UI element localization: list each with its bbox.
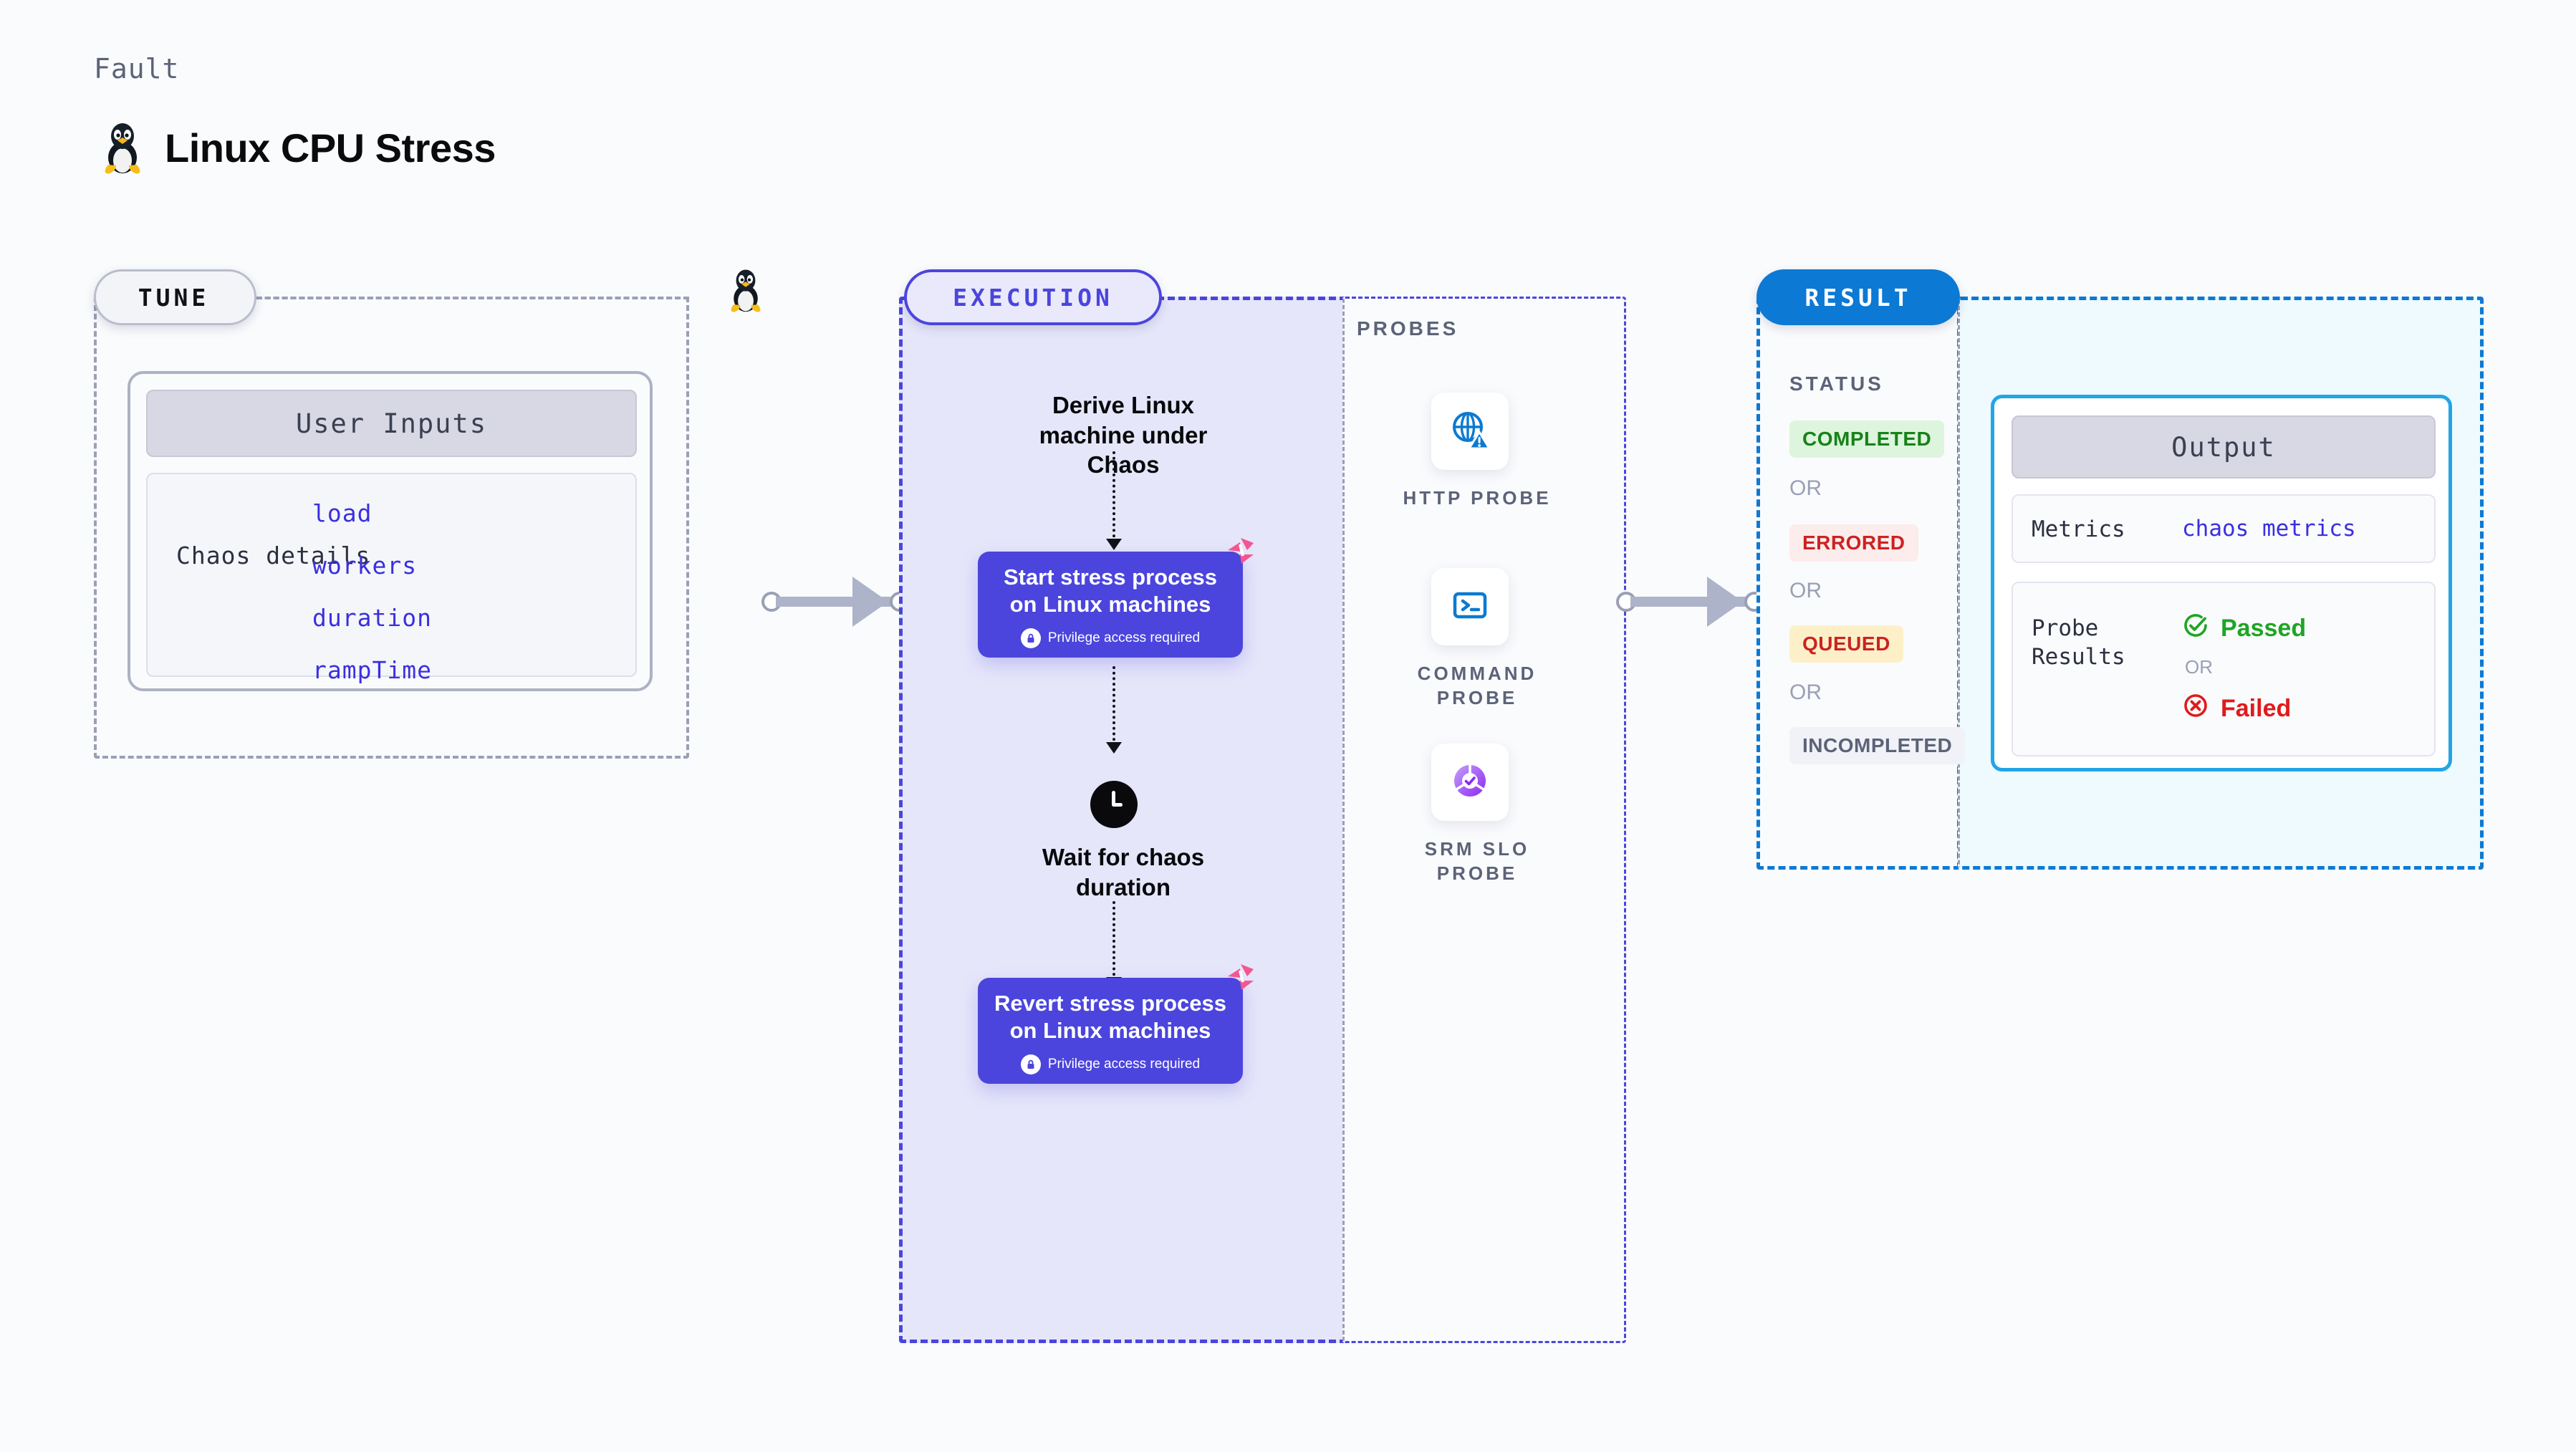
chaos-fault-mark-icon [1226, 536, 1256, 569]
probe-card-command[interactable] [1431, 568, 1509, 645]
globe-warning-icon [1448, 408, 1492, 456]
result-badge[interactable]: RESULT [1756, 269, 1960, 325]
check-circle-icon [2182, 612, 2209, 645]
result-region [1756, 297, 1961, 870]
user-inputs-header: User Inputs [146, 390, 637, 457]
flow-arrow-1-line [1112, 451, 1115, 543]
tune-region-top-dash [256, 297, 689, 299]
step-privilege-text: Privilege access required [1047, 1057, 1201, 1072]
page-title-row: Linux CPU Stress [100, 120, 496, 175]
lock-icon [1020, 1054, 1041, 1075]
probes-title: PROBES [1357, 317, 1459, 340]
probe-card-srm-slo[interactable] [1431, 744, 1509, 821]
execution-badge[interactable]: EXECUTION [904, 269, 1162, 325]
input-ramptime[interactable]: rampTime [312, 656, 432, 684]
step-privilege-note: Privilege access required [1020, 628, 1201, 649]
x-circle-icon [2182, 692, 2209, 726]
page-eyebrow: Fault [94, 53, 180, 85]
flow-arrow-1-head [1106, 539, 1122, 550]
linux-penguin-icon [100, 120, 145, 175]
status-badge-queued: QUEUED [1789, 625, 1903, 663]
status-or-3: OR [1789, 681, 1822, 704]
step-title: Revert stress process on Linux machines [994, 990, 1226, 1043]
tune-badge[interactable]: TUNE [94, 269, 256, 325]
connector-arrow-2 [1707, 577, 1743, 627]
probe-verdict-or: OR [2185, 656, 2213, 678]
step-title: Start stress process on Linux machines [1003, 564, 1218, 617]
output-card: Output Metrics chaos metrics Probe Resul… [1991, 395, 2452, 771]
probe-label-srm-slo: SRM SLO PROBE [1424, 838, 1530, 885]
output-metrics-value[interactable]: chaos metrics [2182, 516, 2356, 542]
user-inputs-body: Chaos details load workers duration ramp… [146, 473, 637, 684]
lock-icon [1020, 628, 1041, 649]
probe-label-command: COMMAND PROBE [1417, 663, 1537, 709]
status-badge-errored: ERRORED [1789, 524, 1918, 562]
chaos-details-values: load workers duration rampTime [312, 499, 432, 684]
terminal-icon [1448, 583, 1492, 631]
probe-verdict-passed: Passed [2182, 612, 2306, 645]
page-title: Linux CPU Stress [165, 125, 496, 170]
status-or-1: OR [1789, 476, 1822, 500]
status-or-2: OR [1789, 579, 1822, 602]
step-privilege-text: Privilege access required [1047, 630, 1201, 646]
clock-icon [1090, 781, 1138, 828]
flow-arrow-2-line [1112, 666, 1115, 746]
output-header: Output [2012, 415, 2436, 479]
connector-arrow-1 [852, 577, 888, 627]
status-title: STATUS [1789, 372, 1884, 395]
probe-verdict-passed-label: Passed [2221, 615, 2307, 642]
output-metrics-key: Metrics [2032, 516, 2125, 542]
status-badge-completed: COMPLETED [1789, 420, 1945, 458]
input-load[interactable]: load [312, 499, 373, 527]
probe-card-http[interactable] [1431, 393, 1509, 470]
execution-step-revert-stress[interactable]: Revert stress process on Linux machines … [978, 964, 1254, 1084]
output-probe-results-row: Probe Results Passed OR [2012, 582, 2436, 756]
probe-verdict-failed: Failed [2182, 692, 2291, 726]
flow-arrow-3-line [1112, 901, 1115, 981]
user-inputs-card: User Inputs Chaos details load workers d… [128, 371, 653, 691]
execution-step-start-stress[interactable]: Start stress process on Linux machines P… [978, 538, 1254, 658]
input-workers[interactable]: workers [312, 552, 418, 580]
probe-verdict-failed-label: Failed [2221, 695, 2292, 722]
execution-step-wait-label: Wait for chaos duration [1042, 844, 1205, 900]
output-probe-results-key: Probe Results [2032, 615, 2125, 670]
input-duration[interactable]: duration [312, 604, 432, 632]
chaos-fault-mark-icon [1226, 962, 1256, 996]
slo-donut-check-icon [1448, 759, 1492, 807]
execution-step-derive-label: Derive Linux machine under Chaos [1039, 392, 1208, 479]
output-metrics-row: Metrics chaos metrics [2012, 494, 2436, 563]
probe-label-http: HTTP PROBE [1403, 487, 1552, 509]
tune-linux-penguin-icon [727, 266, 764, 317]
status-badge-incompleted: INCOMPLETED [1789, 727, 1966, 764]
step-privilege-note: Privilege access required [1020, 1054, 1201, 1075]
chaos-details-label: Chaos details [176, 542, 371, 569]
flow-arrow-2-head [1106, 742, 1122, 754]
